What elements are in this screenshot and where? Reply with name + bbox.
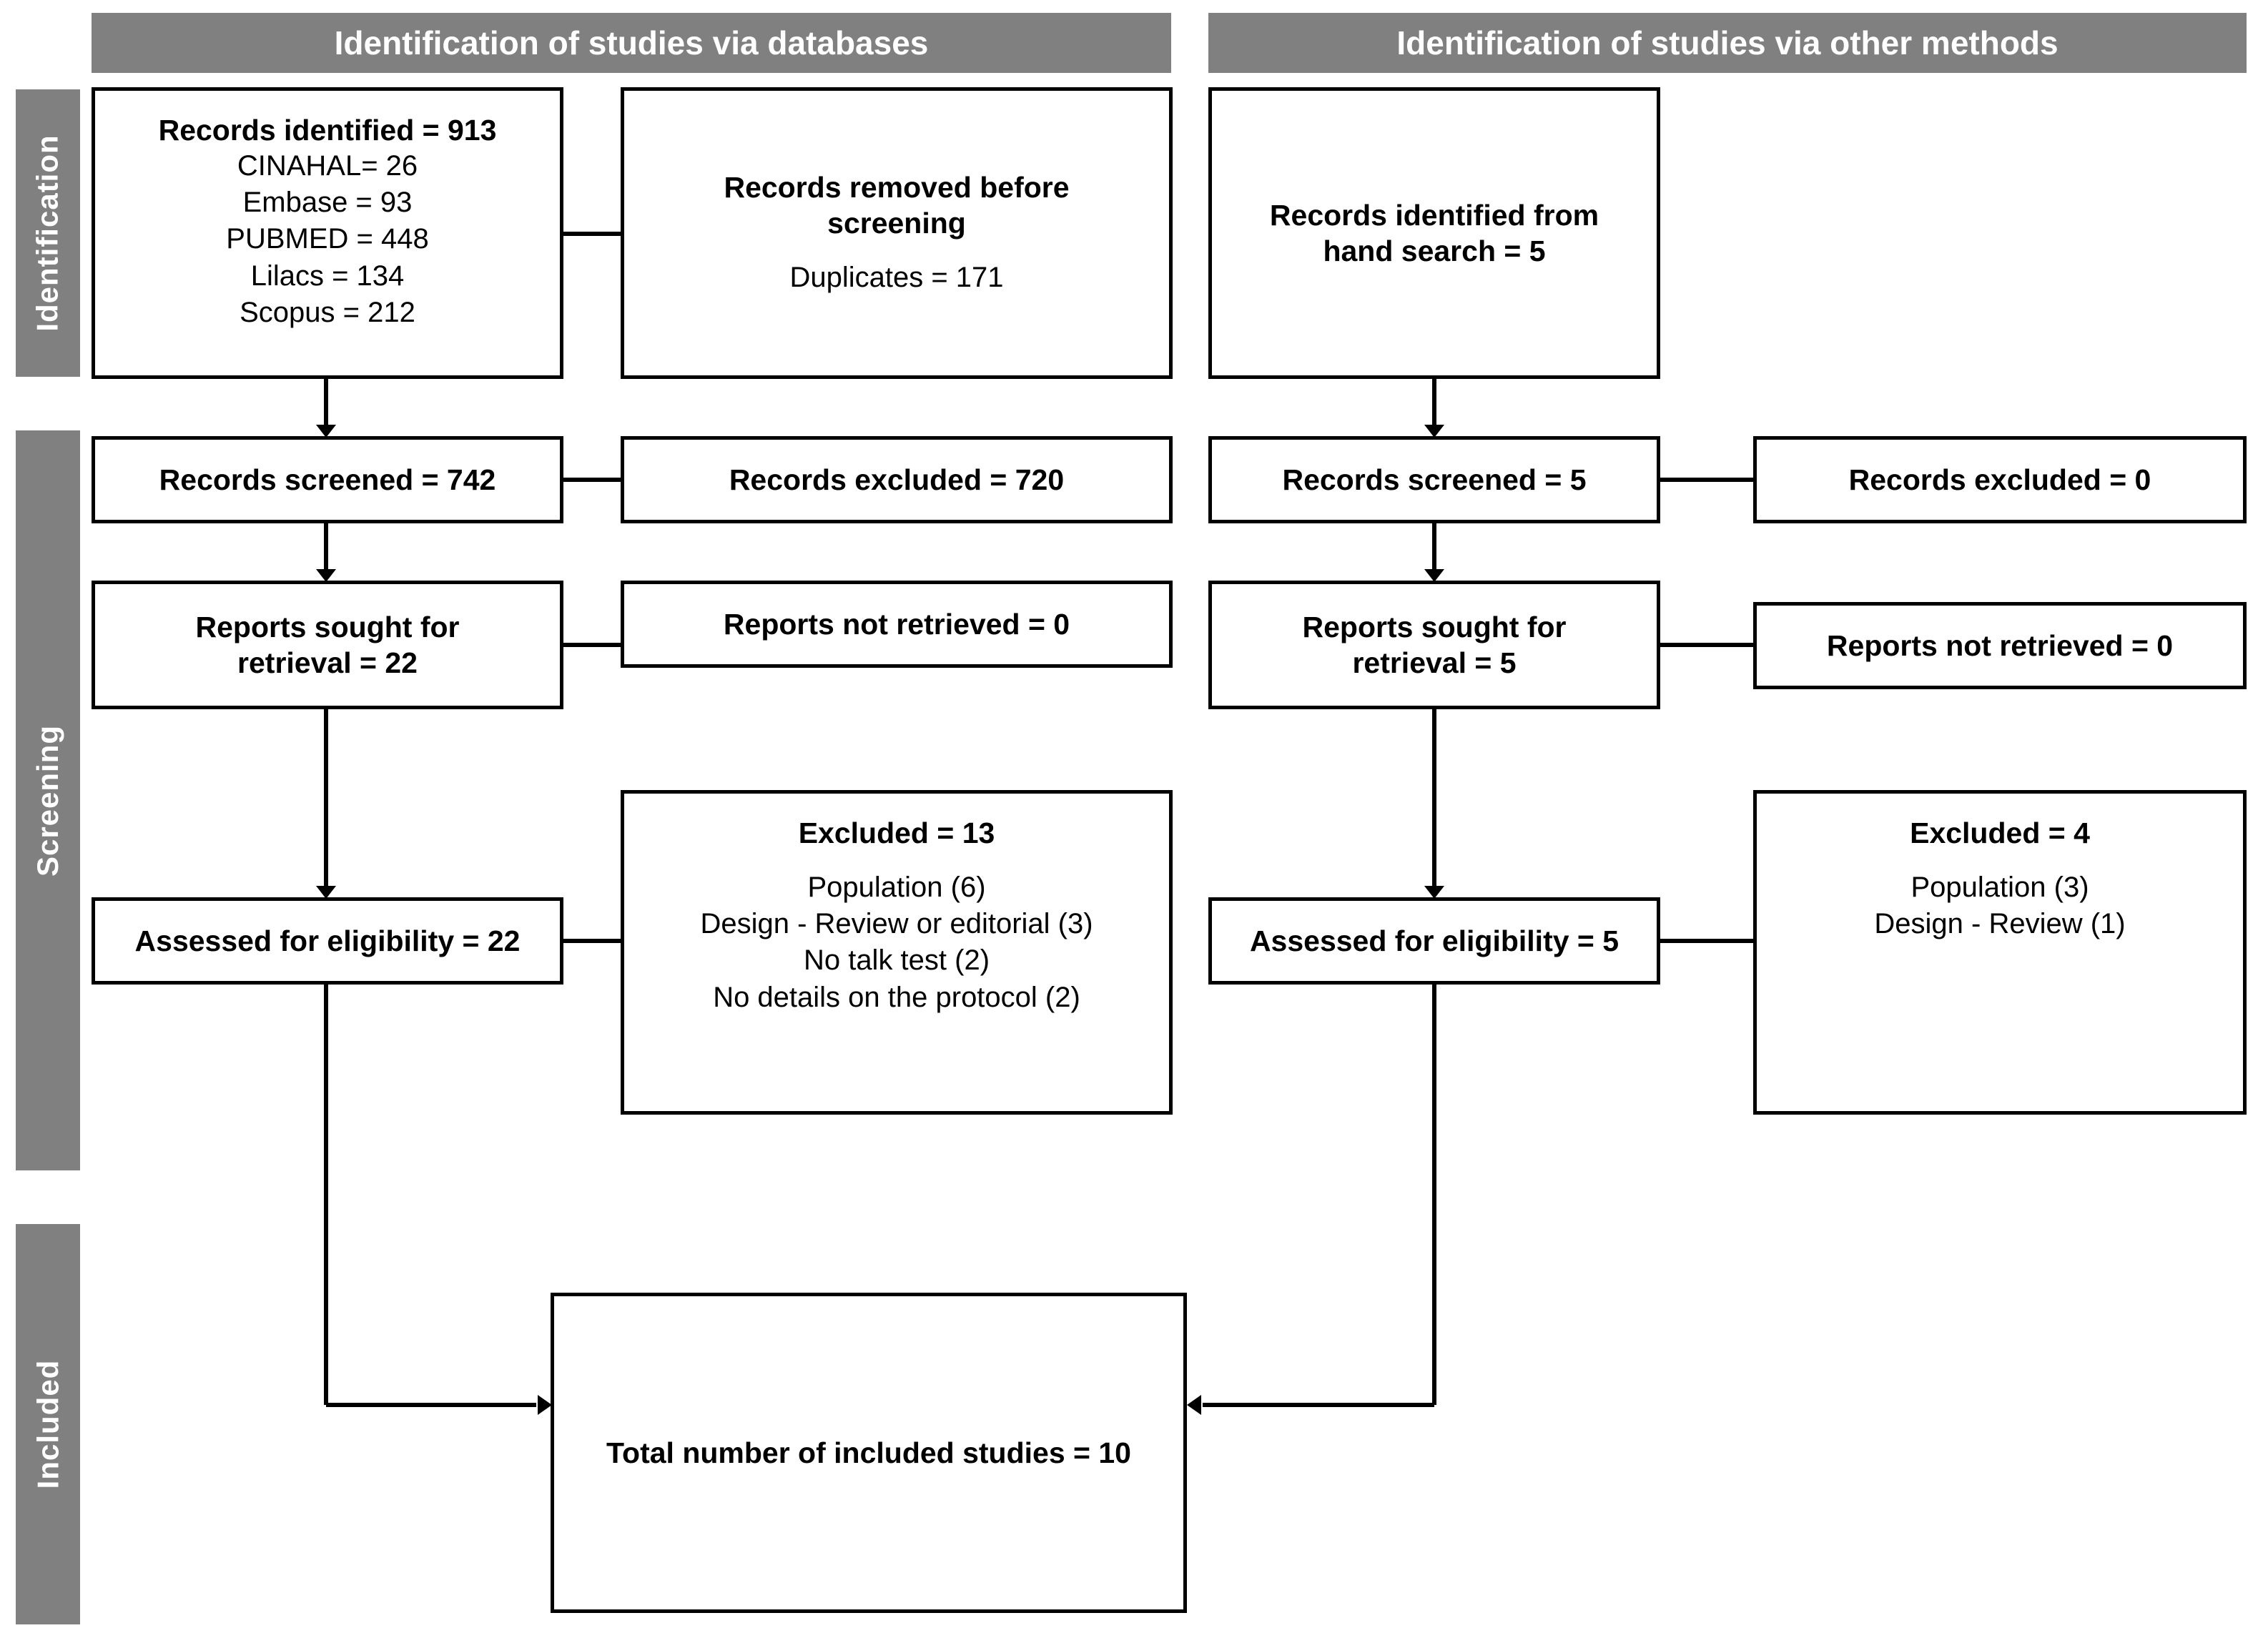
node-reports-sought-databases-title: Reports sought for retrieval = 22: [195, 610, 460, 679]
node-excluded-databases-title: Excluded = 13: [798, 816, 995, 849]
node-reports-sought-other-title: Reports sought for retrieval = 5: [1302, 610, 1567, 679]
node-total-included-studies: Total number of included studies = 10: [551, 1293, 1187, 1613]
column-header-other-methods-label: Identification of studies via other meth…: [1396, 24, 2059, 61]
phase-bar-screening: Screening: [16, 430, 80, 1170]
node-records-screened-databases-title: Records screened = 742: [159, 463, 496, 496]
node-excluded-other: Excluded = 4 Population (3) Design - Rev…: [1753, 790, 2247, 1115]
node-records-screened-other: Records screened = 5: [1208, 436, 1660, 523]
node-total-included-studies-title: Total number of included studies = 10: [606, 1436, 1131, 1469]
wire-handsearch-to-screened-other: [1424, 379, 1444, 438]
node-excluded-other-details: Population (3) Design - Review (1): [1874, 872, 2126, 940]
node-records-removed-details: Duplicates = 171: [789, 262, 1004, 294]
wire-screened-to-reports-sought-db: [316, 523, 336, 582]
node-records-excluded-databases-title: Records excluded = 720: [729, 463, 1065, 496]
wire-identified-to-screened: [316, 379, 336, 438]
wire-sought-to-assessed-db: [316, 709, 336, 899]
node-records-identified: Records identified = 913 CINAHAL= 26 Emb…: [92, 87, 563, 379]
node-records-excluded-other: Records excluded = 0: [1753, 436, 2247, 523]
node-records-excluded-other-title: Records excluded = 0: [1848, 463, 2151, 496]
node-excluded-databases: Excluded = 13 Population (6) Design - Re…: [621, 790, 1173, 1115]
node-records-identified-title: Records identified = 913: [158, 114, 497, 147]
column-header-databases: Identification of studies via databases: [92, 13, 1171, 73]
node-assessed-eligibility-databases-title: Assessed for eligibility = 22: [134, 924, 521, 957]
column-header-databases-label: Identification of studies via databases: [334, 24, 929, 61]
phase-label-screening: Screening: [31, 724, 65, 877]
node-records-screened-databases: Records screened = 742: [92, 436, 563, 523]
phase-bar-included: Included: [16, 1224, 80, 1624]
wire-sought-to-assessed-other: [1424, 709, 1444, 899]
phase-bar-identification: Identification: [16, 89, 80, 377]
node-records-identified-details: CINAHAL= 26 Embase = 93 PUBMED = 448 Lil…: [226, 150, 429, 328]
node-assessed-eligibility-databases: Assessed for eligibility = 22: [92, 897, 563, 985]
node-records-identified-hand-search-title: Records identified from hand search = 5: [1269, 198, 1599, 267]
wire-assessed-db-to-total: [324, 985, 552, 1415]
phase-label-included: Included: [31, 1359, 64, 1489]
node-reports-not-retrieved-databases-title: Reports not retrieved = 0: [723, 607, 1070, 641]
node-records-excluded-databases: Records excluded = 720: [621, 436, 1173, 523]
node-reports-sought-other: Reports sought for retrieval = 5: [1208, 581, 1660, 709]
node-records-removed: Records removed before screening Duplica…: [621, 87, 1173, 379]
node-reports-sought-databases: Reports sought for retrieval = 22: [92, 581, 563, 709]
node-assessed-eligibility-other-title: Assessed for eligibility = 5: [1249, 924, 1619, 957]
node-records-removed-title: Records removed before screening: [724, 171, 1070, 240]
wire-assessed-other-to-total: [1187, 985, 1436, 1415]
node-records-identified-hand-search: Records identified from hand search = 5: [1208, 87, 1660, 379]
node-reports-not-retrieved-other: Reports not retrieved = 0: [1753, 602, 2247, 689]
wire-screened-to-reports-sought-other: [1424, 523, 1444, 582]
node-excluded-other-title: Excluded = 4: [1910, 816, 2090, 849]
node-reports-not-retrieved-other-title: Reports not retrieved = 0: [1826, 628, 2174, 662]
phase-label-identification: Identification: [31, 134, 64, 332]
node-excluded-databases-details: Population (6) Design - Review or editor…: [700, 872, 1093, 1013]
node-assessed-eligibility-other: Assessed for eligibility = 5: [1208, 897, 1660, 985]
node-reports-not-retrieved-databases: Reports not retrieved = 0: [621, 581, 1173, 668]
column-header-other-methods: Identification of studies via other meth…: [1208, 13, 2247, 73]
node-records-screened-other-title: Records screened = 5: [1282, 463, 1587, 496]
